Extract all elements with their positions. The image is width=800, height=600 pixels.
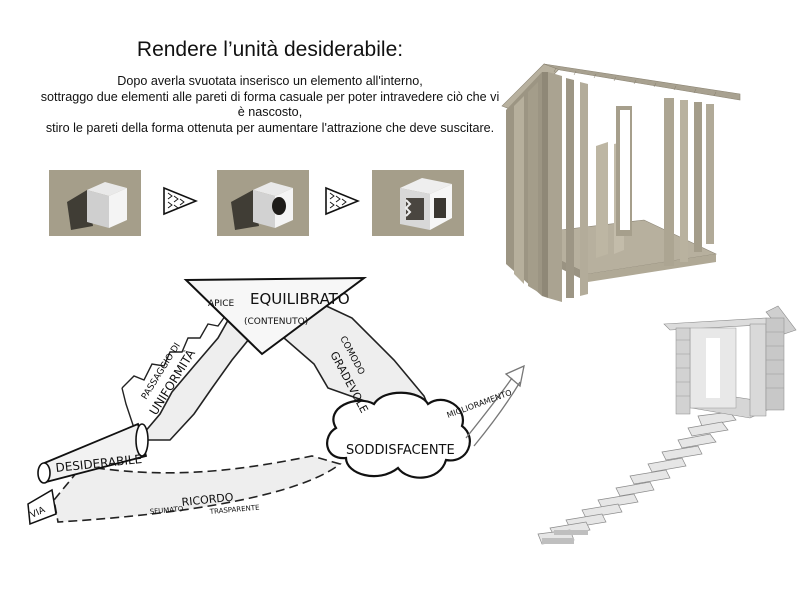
label-ricordo: RICORDO [181, 491, 234, 509]
label-equilibrato: EQUILIBRATO [250, 290, 350, 308]
description-line-3: è nascosto, [237, 105, 303, 119]
label-contenuto: (CONTENUTO) [244, 317, 308, 327]
label-miglioramento: MIGLIORAMENTO [446, 388, 513, 420]
step-cube-solid [49, 170, 141, 236]
description-line-1: Dopo averla svuotata inserisco un elemen… [117, 74, 423, 88]
house-model-small [537, 305, 797, 545]
arrow-triangle-icon [163, 186, 198, 216]
band-staircase-edge [121, 311, 229, 389]
label-soddisfacente: SODDISFACENTE [346, 443, 455, 458]
description-line-2: sottraggo due elementi alle pareti di fo… [40, 89, 500, 104]
cloud-soddisfacente [326, 391, 471, 479]
step-cube-hollow [217, 170, 309, 236]
step-cube-cut [372, 170, 464, 236]
flag-via [27, 488, 57, 526]
arrow-triangle-icon [325, 186, 360, 216]
page-title: Rendere l’unità desiderabile: [136, 38, 404, 61]
triangle-equilibrato [183, 276, 368, 356]
label-sfumato: SFUMATO [149, 505, 184, 516]
band-ricordo [53, 455, 342, 523]
description-line-4: stiro le pareti della forma ottenuta per… [45, 120, 495, 135]
label-apice: APICE [208, 299, 235, 309]
description-text: Dopo averla svuotata inserisco un elemen… [0, 74, 540, 136]
concept-sketch: APICE EQUILIBRATO (CONTENUTO) COMODO GRA… [27, 276, 525, 526]
house-model-large [501, 63, 741, 302]
